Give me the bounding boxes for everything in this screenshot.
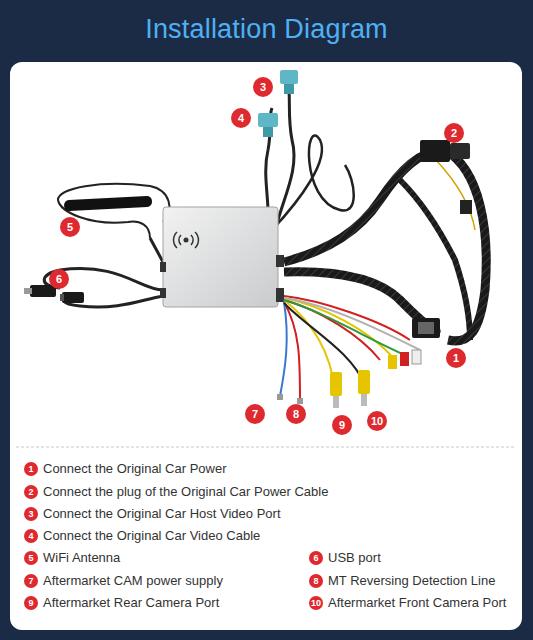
legend-number: 5 [24,551,38,565]
callout-number: 9 [332,415,352,435]
callout-number: 10 [367,411,387,431]
legend-number: 8 [309,574,323,588]
legend-text: WiFi Antenna [43,550,120,566]
legend-text: USB port [328,550,381,566]
callout-number: 2 [444,123,464,143]
legend-text: Connect the Original Car Host Video Port [43,506,281,522]
legend-number: 4 [24,529,38,543]
legend-number: 3 [24,507,38,521]
page-title: Installation Diagram [0,14,533,45]
legend-text: Aftermarket CAM power supply [43,573,223,589]
legend-number: 2 [24,485,38,499]
callout-number: 8 [286,404,306,424]
legend-text: Connect the Original Car Power [43,461,227,477]
legend-number: 1 [24,462,38,476]
legend-number: 10 [309,596,323,610]
callout-number: 4 [231,108,251,128]
legend-number: 9 [24,596,38,610]
legend-number: 7 [24,574,38,588]
callout-number: 3 [253,77,273,97]
legend-number: 6 [309,551,323,565]
legend-text: Aftermarket Front Camera Port [328,595,506,611]
legend-text: MT Reversing Detection Line [328,573,495,589]
callout-number: 6 [49,269,69,289]
legend-text: Connect the plug of the Original Car Pow… [43,484,328,500]
callout-number: 1 [446,348,466,368]
callout-number: 5 [60,217,80,237]
callout-number: 7 [245,404,265,424]
legend-text: Connect the Original Car Video Cable [43,528,260,544]
legend-text: Aftermarket Rear Camera Port [43,595,219,611]
